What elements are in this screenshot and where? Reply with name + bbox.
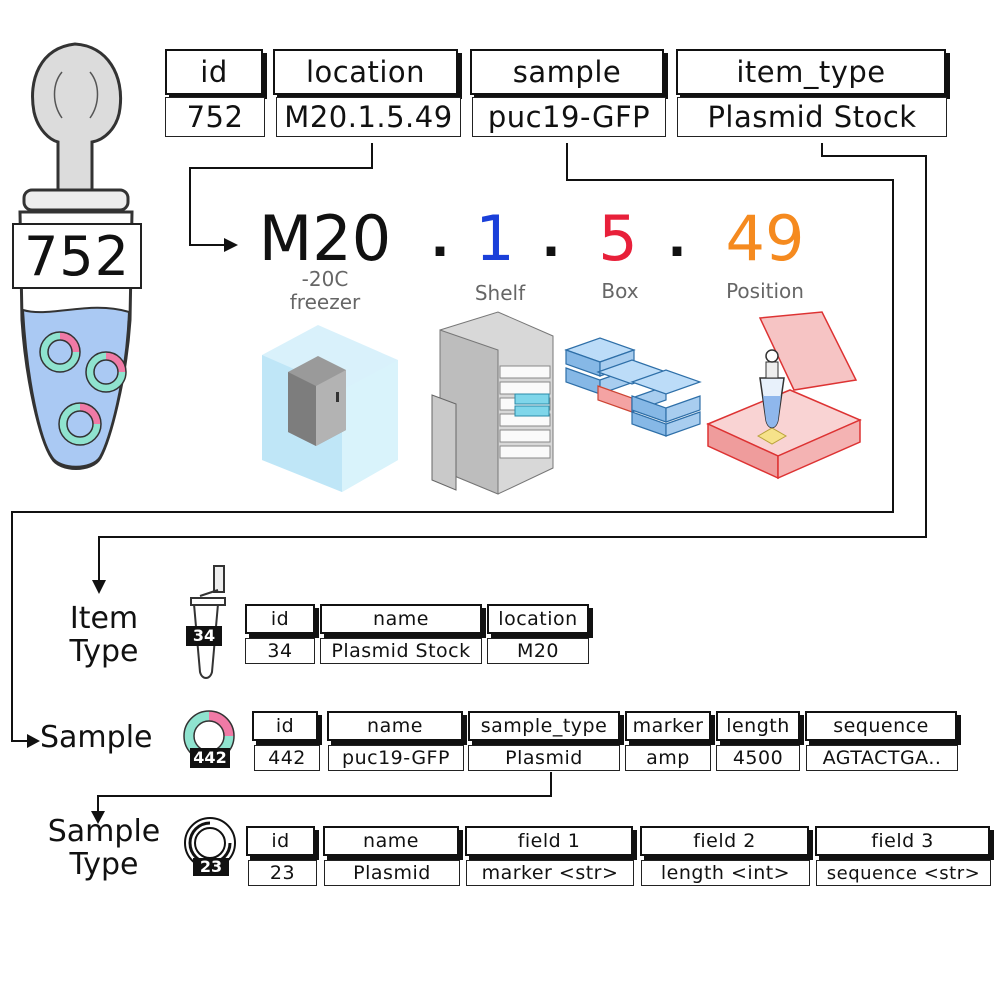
sample-type-header-name: name [323, 826, 459, 856]
sample-type-value-id: 23 [248, 860, 317, 886]
sample-header-id: id [252, 711, 318, 741]
sample-type-icon-number: 23 [199, 857, 223, 876]
freezer-code: M20 [258, 202, 392, 275]
item-type-value-location: M20 [487, 638, 589, 664]
sample-icon-number: 442 [193, 748, 227, 767]
sample-title: Sample [40, 720, 153, 755]
item-value-item-type: Plasmid Stock [677, 97, 947, 137]
sample-header-name: name [327, 711, 463, 741]
sample-type-value-field2: length <int> [641, 860, 810, 886]
item-type-header-id: id [245, 604, 315, 634]
separator-2: . [541, 210, 561, 268]
item-header-item-type: item_type [676, 49, 946, 95]
sample-value-sample-type: Plasmid [468, 745, 620, 771]
sample-header-sequence: sequence [805, 711, 957, 741]
freezer-label: -20C freezer [289, 267, 361, 314]
item-type-header-location: location [487, 604, 589, 634]
sample-type-title: Sample Type [47, 814, 161, 882]
sample-type-value-name: Plasmid [324, 860, 460, 886]
sample-value-marker: amp [625, 745, 711, 771]
sample-value-length: 4500 [716, 745, 800, 771]
item-type-value-id: 34 [245, 638, 315, 664]
item-header-sample: sample [470, 49, 664, 95]
sample-type-value-field3: sequence <str> [816, 860, 991, 886]
separator-3: . [667, 210, 687, 268]
tube-label-text: 752 [23, 224, 131, 288]
item-header-location: location [273, 49, 458, 95]
item-value-id: 752 [165, 97, 265, 137]
sample-header-length: length [716, 711, 800, 741]
sample-value-id: 442 [254, 745, 320, 771]
item-type-value-name: Plasmid Stock [320, 638, 482, 664]
shelf-code: 1 [475, 202, 515, 275]
position-label: Position [726, 279, 804, 303]
item-type-header-name: name [320, 604, 482, 634]
sample-header-marker: marker [625, 711, 711, 741]
sample-type-header-id: id [246, 826, 315, 856]
sample-value-name: puc19-GFP [328, 745, 464, 771]
sample-type-header-field2: field 2 [640, 826, 809, 856]
tube-label: 752 [12, 223, 142, 289]
shelf-label: Shelf [474, 281, 526, 305]
item-type-icon-number: 34 [192, 626, 216, 645]
item-value-location: M20.1.5.49 [276, 97, 461, 137]
sample-type-value-field1: marker <str> [466, 860, 634, 886]
position-code: 49 [725, 202, 805, 275]
sample-type-header-field3: field 3 [815, 826, 990, 856]
item-type-title: Item Type [69, 601, 139, 669]
separator-1: . [430, 210, 450, 268]
sample-type-header-field1: field 1 [465, 826, 633, 856]
item-value-sample: puc19-GFP [472, 97, 666, 137]
item-header-id: id [165, 49, 263, 95]
sample-header-sample-type: sample_type [468, 711, 620, 741]
box-code: 5 [598, 202, 638, 275]
sample-value-sequence: AGTACTGA.. [806, 745, 958, 771]
box-label: Box [601, 279, 639, 303]
